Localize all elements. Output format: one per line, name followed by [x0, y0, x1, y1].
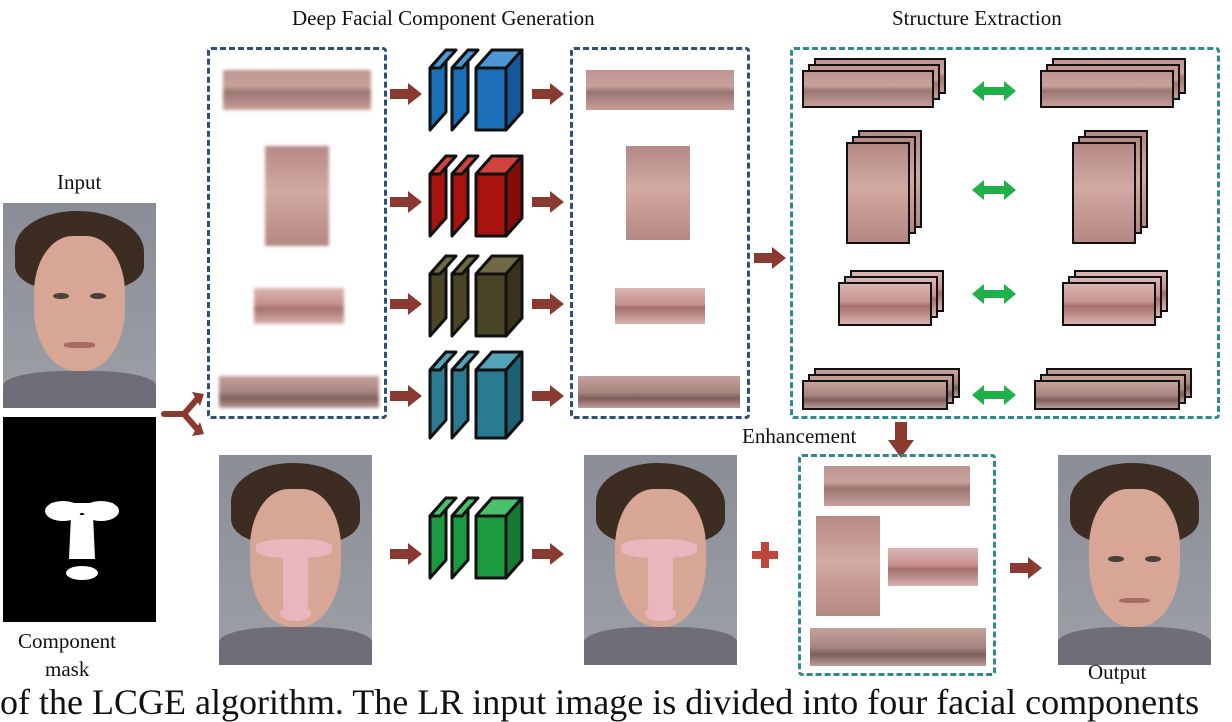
generated-nose-patch [626, 146, 690, 240]
enhancement-label: Enhancement [742, 424, 857, 448]
extracted-mouth-right [1062, 282, 1156, 326]
cnn-block-mouth-icon [428, 254, 524, 338]
input-face-image [3, 203, 156, 408]
lr-components-box [207, 47, 387, 419]
component-label: Component [18, 629, 116, 653]
lr-brows-patch [219, 376, 379, 408]
input-label: Input [57, 170, 102, 194]
enhanced-brows-patch [810, 628, 986, 666]
generated-face-image [584, 455, 737, 665]
enhanced-nose-patch [816, 516, 880, 616]
arrow-right-icon [532, 543, 564, 565]
generated-mouth-patch [615, 288, 705, 324]
enhanced-eyes-patch [824, 466, 970, 506]
output-face-image [1058, 455, 1211, 665]
structure-extraction-title: Structure Extraction [892, 6, 1062, 30]
cnn-block-face-icon [428, 496, 524, 580]
arrow-right-icon [532, 293, 564, 315]
arrow-right-icon [390, 191, 422, 213]
double-arrow-icon [972, 284, 1016, 304]
component-mask-image [3, 417, 156, 622]
extracted-brows-left [802, 380, 948, 410]
double-arrow-icon [972, 385, 1016, 405]
cnn-block-brows-icon [428, 350, 524, 440]
arrow-right-icon [390, 385, 422, 407]
plus-icon [752, 542, 778, 568]
extracted-nose-left [846, 142, 910, 244]
cnn-block-eyes-icon [428, 48, 524, 132]
extracted-brows-right [1034, 380, 1180, 410]
arrow-right-icon [532, 385, 564, 407]
arrow-down-icon [888, 422, 914, 458]
double-arrow-icon [972, 180, 1016, 200]
structure-extraction-box [790, 47, 1220, 419]
lr-mouth-patch [254, 288, 344, 324]
enhanced-mouth-patch [888, 548, 978, 586]
mask-label: mask [45, 657, 90, 681]
arrow-right-icon [754, 247, 786, 269]
enhancement-box [798, 454, 996, 676]
arrow-right-icon [390, 83, 422, 105]
arrow-right-icon [1010, 557, 1042, 579]
extracted-mouth-left [838, 282, 932, 326]
masked-input-face-image [219, 455, 372, 665]
generated-eyes-patch [586, 70, 734, 110]
lr-nose-patch [265, 146, 329, 246]
lr-eyes-patch [223, 70, 371, 110]
extracted-nose-right [1072, 142, 1136, 244]
cnn-block-nose-icon [428, 154, 524, 238]
arrow-right-icon [390, 543, 422, 565]
arrow-right-icon [532, 191, 564, 213]
caption-fragment: of the LCGE algorithm. The LR input imag… [0, 682, 1200, 722]
generated-brows-patch [578, 376, 740, 408]
extracted-eyes-left [802, 70, 934, 108]
split-arrow-icon [161, 392, 204, 436]
deep-facial-component-generation-title: Deep Facial Component Generation [292, 6, 595, 30]
arrow-right-icon [532, 83, 564, 105]
output-label: Output [1088, 660, 1147, 684]
arrow-right-icon [390, 293, 422, 315]
double-arrow-icon [972, 81, 1016, 101]
generated-components-box [570, 47, 750, 419]
extracted-eyes-right [1040, 70, 1174, 108]
